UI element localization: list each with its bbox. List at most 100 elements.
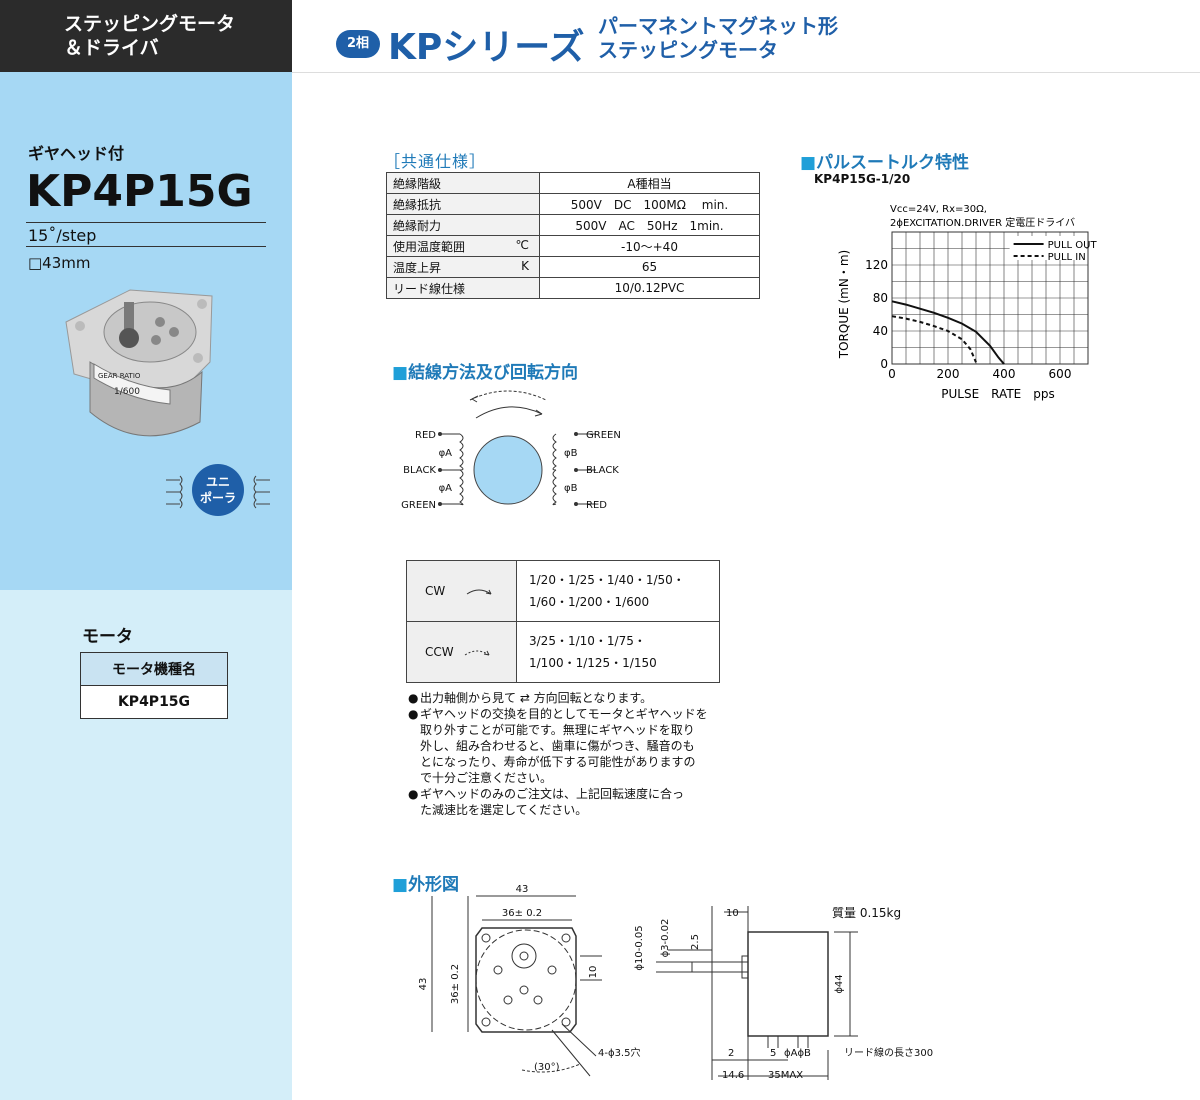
chart-condition-1: Vcc=24V, Rx=30Ω,: [890, 204, 987, 215]
bullet-icon: ●: [408, 707, 419, 721]
note-line: た減速比を選定してください。: [420, 803, 588, 817]
header-category-panel: ステッピングモータ ＆ドライバ: [0, 0, 292, 72]
phase-badge: 2相: [336, 30, 380, 58]
side-view-drawing: ϕ10-0.05 ϕ3-0.02 2.5 10 ϕ44 2 5 ϕAϕB リード…: [634, 906, 933, 1081]
note-line: とになったり、寿命が低下する可能性がありますの: [420, 755, 696, 769]
spec-unit: K: [521, 258, 529, 273]
dim-label: 14.6: [722, 1070, 744, 1081]
note-line: 外し、組み合わせると、歯車に傷がつき、騒音のも: [420, 739, 695, 753]
wiring-section-title: ■結線方法及び回転方向: [392, 358, 578, 383]
dim-label: ϕAϕB: [784, 1048, 811, 1059]
wire-label: φB: [564, 483, 578, 494]
pulse-torque-chart: Vcc=24V, Rx=30Ω, 2ϕEXCITATION.DRIVER 定電圧…: [837, 204, 1098, 401]
outline-section-title-text: 外形図: [408, 875, 460, 895]
y-tick-label: 80: [873, 291, 888, 305]
motor-table: モータ機種名 KP4P15G: [80, 652, 228, 719]
legend-label: PULL IN: [1048, 252, 1086, 263]
spec-value: 500V AC 50Hz 1min.: [539, 214, 760, 236]
chart-lines: [891, 300, 1005, 365]
wiring-diagram: RED φA BLACK φA GREEN GREEN φB BLACK φB …: [401, 390, 621, 511]
wire-label: GREEN: [586, 430, 621, 441]
cw-ratios-2: 1/60・1/200・1/600: [529, 595, 650, 609]
note-line: ●ギヤヘッドの交換を目的としてモータとギヤヘッドを: [408, 706, 708, 722]
dim-label: 2.5: [690, 934, 701, 950]
x-tick-label: 600: [1049, 367, 1072, 381]
chart-section-title: ■パルスートルク特性: [800, 148, 969, 173]
square-icon: ■: [800, 153, 817, 173]
series-title: KPシリーズ: [388, 27, 585, 68]
x-tick-label: 0: [888, 367, 896, 381]
rotation-row-cw: CW 1/20・1/25・1/40・1/50・ 1/60・1/200・1/600: [406, 560, 720, 622]
dim-label: ϕ44: [834, 974, 845, 993]
divider: [26, 246, 266, 247]
dim-label: 43: [418, 978, 429, 991]
wire-label: φB: [564, 448, 578, 459]
spec-key: 使用温度範囲: [393, 239, 466, 254]
legend-label: PULL OUT: [1048, 240, 1098, 251]
note-line: ●出力軸側から見て ⇄ 方向回転となります。: [408, 690, 708, 706]
cw-ratios-1: 1/20・1/25・1/40・1/50・: [529, 573, 685, 587]
dim-label: 5: [770, 1048, 776, 1059]
y-tick-label: 120: [865, 258, 888, 272]
photo-label-ratio: 1/600: [114, 387, 140, 397]
dim-label: 10: [726, 908, 739, 919]
category-title: ステッピングモータ ＆ドライバ: [64, 12, 235, 60]
note-line: 取り外すことが可能です。無理にギヤヘッドを取り: [420, 723, 695, 737]
wire-label: RED: [415, 430, 436, 441]
wire-label: GREEN: [401, 500, 436, 511]
chart-condition-2: 2ϕEXCITATION.DRIVER 定電圧ドライバ: [890, 216, 1075, 229]
motor-table-header: モータ機種名: [80, 652, 228, 686]
cw-label: CW: [425, 584, 446, 598]
chart-section-title-text: パルスートルク特性: [816, 153, 970, 173]
outline-section-title: ■外形図: [392, 870, 459, 895]
rotation-row-ccw: CCW 3/25・1/10・1/75・ 1/100・1/125・1/150: [406, 621, 720, 683]
chart-y-label: TORQUE (mN・m): [837, 250, 851, 359]
y-tick-label: 40: [873, 324, 888, 338]
motor-table-value: KP4P15G: [80, 685, 228, 719]
rotation-table: CW 1/20・1/25・1/40・1/50・1/60・1/200・1/600 …: [406, 560, 720, 683]
wire-label: BLACK: [586, 465, 619, 476]
note-line: で十分ご注意ください。: [420, 771, 553, 785]
step-angle: 15˚/step: [28, 226, 97, 245]
ccw-label: CCW: [425, 645, 454, 659]
spec-value: 500V DC 100MΩ min.: [539, 193, 760, 215]
square-icon: ■: [392, 875, 409, 895]
ccw-arrow-icon: [465, 650, 490, 655]
series-line-pull-out: [891, 300, 1005, 365]
ccw-ratios-1: 3/25・1/10・1/75・: [529, 634, 646, 648]
dim-label: 4-ϕ3.5穴: [598, 1046, 640, 1059]
series-subtitle: パーマネントマグネット形 ステッピングモータ: [598, 14, 838, 62]
spec-value: -10～+40: [539, 235, 760, 257]
note-text: ギヤヘッドのみのご注文は、上記回転速度に合っ: [420, 787, 685, 801]
dim-label: 43: [516, 884, 529, 895]
spec-row: 使用温度範囲℃-10～+40: [386, 235, 760, 257]
header-series-panel: [292, 0, 1200, 73]
spec-key: 温度上昇: [393, 260, 442, 275]
notes: ●出力軸側から見て ⇄ 方向回転となります。 ●ギヤヘッドの交換を目的としてモー…: [408, 690, 708, 818]
note-line: ●ギヤヘッドのみのご注文は、上記回転速度に合っ: [408, 786, 708, 802]
wire-label: RED: [586, 500, 607, 511]
chart-model: KP4P15G-1/20: [814, 172, 911, 186]
dim-label: 35MAX: [768, 1070, 803, 1081]
spec-title: ［共通仕様］: [384, 152, 487, 171]
ccw-ratios-2: 1/100・1/125・1/150: [529, 656, 657, 670]
frame-size: □43mm: [28, 254, 91, 272]
product-photo: GEAR RATIO 1/600: [65, 289, 213, 437]
bullet-icon: ●: [408, 787, 419, 801]
unipolar-label-1: ユニ: [206, 475, 230, 489]
wire-label: BLACK: [403, 465, 436, 476]
note-text: 出力軸側から見て ⇄ 方向回転となります。: [420, 691, 653, 705]
bullet-icon: ●: [408, 691, 419, 705]
gear-head-label: ギヤヘッド付: [28, 144, 125, 163]
spec-value: 65: [539, 256, 760, 278]
cw-arrow-icon: [466, 589, 492, 594]
dim-label: リード線の長さ300: [844, 1046, 933, 1059]
chart-x-label: PULSE RATE pps: [941, 387, 1054, 401]
series-line-pull-in: [891, 315, 977, 363]
dim-label: 2: [728, 1048, 734, 1059]
